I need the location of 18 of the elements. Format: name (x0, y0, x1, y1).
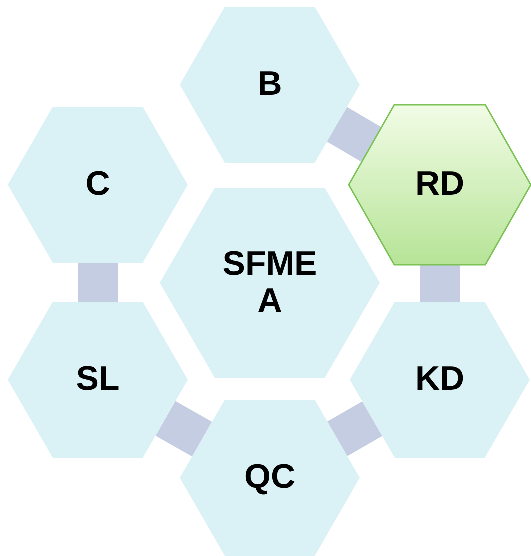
hexagon (180, 400, 360, 556)
hexagon-label: SL (76, 361, 120, 399)
hexagon-label: QC (244, 459, 296, 497)
hexagon (8, 302, 188, 458)
hexagon-label: C (86, 166, 110, 204)
hexagon (180, 7, 360, 163)
connector-band (327, 107, 382, 162)
connector-band (328, 402, 382, 456)
hexagon-label: KD (415, 361, 465, 399)
hexagon (8, 107, 188, 263)
connector-band (156, 401, 212, 457)
connector-band (420, 265, 460, 302)
hexagon-label: SFMEA (222, 246, 318, 320)
hexagon (348, 104, 531, 266)
hexagon-label: RD (415, 166, 465, 204)
hexagon (350, 302, 530, 458)
hexagon-label: B (258, 66, 282, 104)
hexagon (160, 188, 380, 378)
